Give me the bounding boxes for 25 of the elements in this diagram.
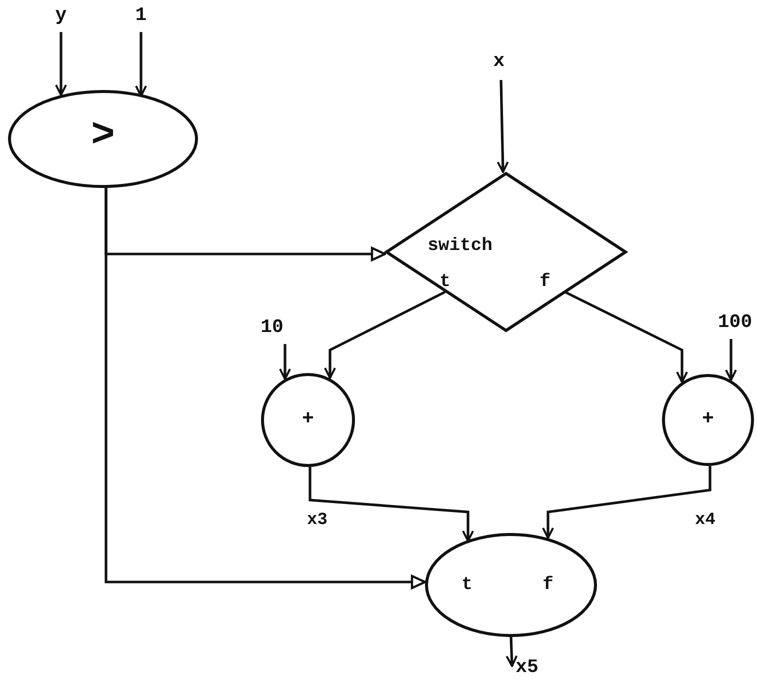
variable-label: 100	[715, 313, 755, 332]
arrow	[496, 80, 509, 173]
operator-symbol: >	[91, 117, 115, 157]
variable-label: 10	[258, 318, 286, 337]
variable-label: y	[52, 6, 70, 25]
arrow	[55, 32, 67, 96]
operator-symbol: +	[302, 410, 314, 430]
arrow	[564, 290, 688, 383]
port-label: f	[540, 273, 550, 291]
variable-label: 1	[132, 6, 150, 25]
arrow	[725, 339, 737, 381]
port-label: t	[440, 273, 450, 291]
arrow	[135, 32, 147, 97]
arrow	[542, 466, 712, 539]
arrow	[308, 467, 474, 542]
arrow	[279, 344, 291, 380]
port-label: t	[462, 576, 472, 594]
variable-label: x	[490, 52, 508, 71]
arrow	[506, 636, 518, 667]
port-label: f	[542, 576, 554, 594]
operator-label: switch	[428, 237, 492, 255]
variable-label: x5	[512, 658, 542, 677]
arrow	[104, 188, 426, 590]
arrow	[324, 290, 446, 379]
operator-symbol: +	[702, 410, 714, 430]
